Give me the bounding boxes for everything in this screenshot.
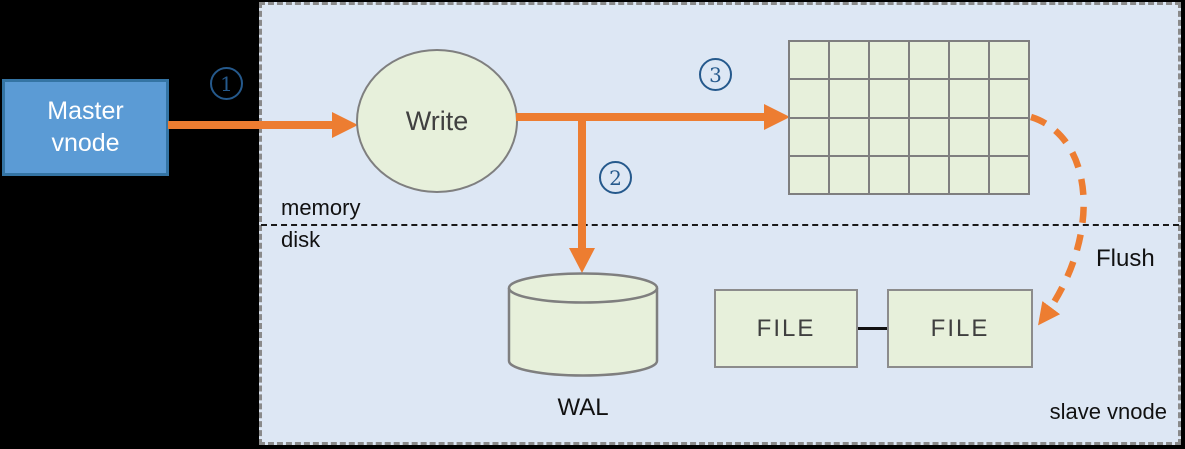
mem-table-cell: [830, 118, 868, 155]
slave-vnode-label: slave vnode: [1049, 399, 1167, 424]
mem-table-cell: [910, 156, 948, 193]
mem-table-cell: [990, 156, 1028, 193]
mem-table-cell: [950, 80, 988, 117]
mem-table-cell: [790, 42, 828, 79]
mem-table-cell: [990, 80, 1028, 117]
mem-table-cell: [870, 80, 908, 117]
mem-table-cell: [910, 80, 948, 117]
step-1-number: 1: [220, 71, 233, 96]
file-connector-line: [858, 327, 887, 330]
mem-table-cell: [950, 118, 988, 155]
arrow-1-line: [168, 121, 334, 129]
mem-table-cell: [910, 42, 948, 79]
mem-table-cell: [870, 118, 908, 155]
arrow-3-head: [764, 104, 790, 130]
mem-table-cell: [790, 80, 828, 117]
flush-label: Flush: [1096, 245, 1155, 272]
arrow-1-head: [332, 112, 358, 138]
mem-table-cell: [950, 156, 988, 193]
memory-region-label: memory: [281, 195, 361, 220]
mem-table-cell: [790, 118, 828, 155]
master-vnode-label-line1: Master: [47, 97, 124, 126]
wal-label: WAL: [557, 394, 609, 421]
mem-table-grid: [788, 40, 1030, 195]
arrow-2-head: [569, 248, 595, 273]
file-node-1-label: FILE: [756, 314, 816, 342]
master-vnode-label-line2: vnode: [51, 128, 120, 157]
mem-table-cell: [830, 80, 868, 117]
write-node: Write: [356, 49, 518, 193]
arrow-3-line: [516, 113, 766, 121]
mem-table-cell: [830, 42, 868, 79]
step-3-number: 3: [709, 62, 722, 87]
mem-table-cell: [870, 42, 908, 79]
mem-table-cell: [990, 118, 1028, 155]
write-node-label: Write: [405, 105, 469, 136]
mem-table-cell: [910, 118, 948, 155]
file-node-2-label: FILE: [930, 314, 990, 342]
disk-region-label: disk: [281, 227, 321, 252]
mem-table-cell: [950, 42, 988, 79]
file-node-1: FILE: [714, 289, 858, 368]
step-2-number: 2: [609, 165, 622, 190]
mem-table-cell: [870, 156, 908, 193]
memory-disk-divider: [261, 224, 1179, 226]
mem-table-cell: [830, 156, 868, 193]
step-3-badge: 3: [699, 58, 732, 91]
master-vnode-node: Master vnode: [2, 79, 169, 176]
step-1-badge: 1: [210, 67, 243, 100]
wal-cylinder-icon: [507, 272, 659, 377]
step-2-badge: 2: [599, 161, 632, 194]
mem-table-cell: [790, 156, 828, 193]
mem-table-cell: [990, 42, 1028, 79]
arrow-2-line: [578, 113, 586, 249]
file-node-2: FILE: [887, 289, 1033, 368]
